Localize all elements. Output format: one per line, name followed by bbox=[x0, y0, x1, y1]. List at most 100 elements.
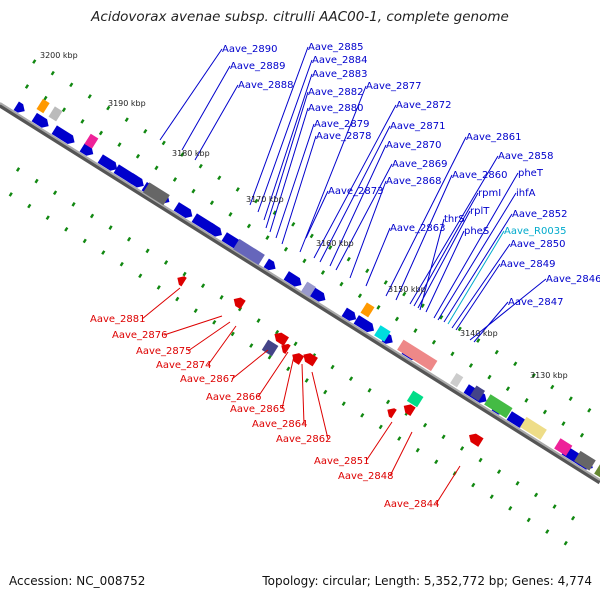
tick-mark bbox=[385, 399, 391, 405]
upper-feature-label: rplT bbox=[470, 206, 490, 217]
upper-feature-label: Aave_2870 bbox=[386, 140, 442, 151]
leader-line bbox=[365, 227, 391, 287]
tick-mark bbox=[367, 388, 372, 393]
tick-mark bbox=[82, 238, 87, 244]
feature-block bbox=[520, 416, 547, 440]
upper-feature-label: Aave_R0035 bbox=[504, 226, 566, 237]
tick-mark bbox=[476, 338, 481, 343]
tick-mark bbox=[175, 296, 180, 302]
tick-mark bbox=[439, 314, 444, 320]
tick-mark bbox=[478, 457, 483, 463]
lower-feature-label: Aave_2881 bbox=[90, 314, 146, 325]
tick-mark bbox=[217, 175, 222, 181]
tick-mark bbox=[505, 386, 511, 392]
plus-strand-gene bbox=[341, 307, 357, 321]
scale-label: 3150 kbp bbox=[388, 285, 426, 294]
upper-feature-label: Aave_2869 bbox=[392, 159, 448, 170]
feature-block bbox=[594, 463, 600, 482]
lower-feature-label: Aave_2875 bbox=[136, 346, 192, 357]
scale-label: 3200 kbp bbox=[40, 51, 78, 60]
tick-mark bbox=[579, 432, 585, 438]
tick-mark bbox=[235, 187, 240, 192]
feature-block bbox=[406, 390, 424, 408]
tick-mark bbox=[563, 540, 568, 546]
tick-mark bbox=[126, 236, 132, 242]
feature-block bbox=[574, 450, 596, 471]
tick-mark bbox=[145, 248, 150, 254]
tick-mark bbox=[274, 329, 280, 335]
tick-mark bbox=[291, 221, 296, 227]
tick-mark bbox=[568, 396, 573, 402]
upper-feature-label: Aave_2888 bbox=[238, 80, 294, 91]
scale-label: 3140 kbp bbox=[460, 329, 498, 338]
upper-feature-label: pheT bbox=[518, 168, 544, 179]
tick-mark bbox=[246, 223, 252, 229]
leader-line bbox=[194, 84, 239, 161]
tick-mark bbox=[265, 235, 270, 240]
plus-strand-gene bbox=[127, 173, 144, 188]
tick-mark bbox=[402, 291, 407, 297]
leader-line bbox=[409, 155, 499, 305]
tick-mark bbox=[383, 280, 388, 285]
feature-block bbox=[470, 385, 485, 401]
tick-mark bbox=[161, 140, 166, 146]
tick-mark bbox=[143, 128, 148, 134]
leader-line bbox=[413, 192, 479, 307]
lower-feature-label: Aave_2862 bbox=[276, 434, 332, 445]
tick-mark bbox=[394, 316, 400, 322]
leader-line bbox=[207, 325, 237, 366]
upper-feature-label: Aave_2858 bbox=[498, 151, 554, 162]
tick-mark bbox=[117, 142, 122, 147]
plus-strand-gene bbox=[13, 101, 25, 113]
upper-feature-label: rpmI bbox=[478, 188, 501, 199]
tick-mark bbox=[422, 422, 428, 428]
tick-mark bbox=[526, 517, 531, 523]
tick-mark bbox=[230, 331, 235, 337]
scale-label: 3180 kbp bbox=[172, 149, 210, 158]
tick-mark bbox=[172, 177, 178, 182]
tick-mark bbox=[302, 258, 307, 264]
lower-feature-label: Aave_2848 bbox=[338, 471, 394, 482]
tick-mark bbox=[293, 341, 298, 347]
upper-feature-label: Aave_2852 bbox=[512, 209, 568, 220]
tick-mark bbox=[341, 401, 346, 406]
tick-mark bbox=[542, 409, 548, 415]
feature-block bbox=[554, 438, 573, 456]
tick-mark bbox=[471, 482, 476, 488]
leader-line bbox=[305, 190, 329, 239]
tick-mark bbox=[468, 363, 474, 368]
leader-line bbox=[263, 73, 313, 221]
tick-mark bbox=[434, 459, 439, 465]
tick-mark bbox=[524, 398, 529, 403]
tick-mark bbox=[191, 188, 196, 194]
tick-mark bbox=[376, 305, 381, 310]
tick-mark bbox=[108, 225, 113, 230]
minus-strand-gene bbox=[469, 433, 484, 447]
tick-mark bbox=[378, 424, 383, 430]
upper-feature-label: Aave_2860 bbox=[452, 170, 508, 181]
plus-strand-gene bbox=[173, 202, 193, 218]
tick-mark bbox=[570, 515, 576, 521]
plus-strand-gene bbox=[51, 125, 75, 144]
upper-feature-label: Aave_2882 bbox=[308, 87, 364, 98]
tick-mark bbox=[420, 303, 425, 309]
tick-mark bbox=[193, 308, 198, 314]
tick-mark bbox=[43, 95, 48, 101]
lower-feature-label: Aave_2844 bbox=[384, 499, 440, 510]
tick-mark bbox=[494, 349, 499, 355]
tick-mark bbox=[320, 270, 326, 275]
plus-strand-gene bbox=[353, 315, 375, 333]
feature-block bbox=[261, 339, 279, 357]
tick-mark bbox=[457, 326, 462, 332]
leader-line bbox=[451, 243, 511, 329]
tick-mark bbox=[200, 283, 206, 289]
lower-feature-label: Aave_2866 bbox=[206, 392, 262, 403]
tick-mark bbox=[254, 198, 259, 204]
tick-mark bbox=[531, 373, 536, 378]
leader-line bbox=[455, 263, 501, 331]
upper-feature-label: Aave_2846 bbox=[546, 274, 600, 285]
leader-line bbox=[319, 125, 391, 263]
tick-mark bbox=[212, 319, 217, 325]
plus-strand-gene bbox=[31, 112, 49, 128]
upper-feature-label: Aave_2863 bbox=[390, 223, 446, 234]
